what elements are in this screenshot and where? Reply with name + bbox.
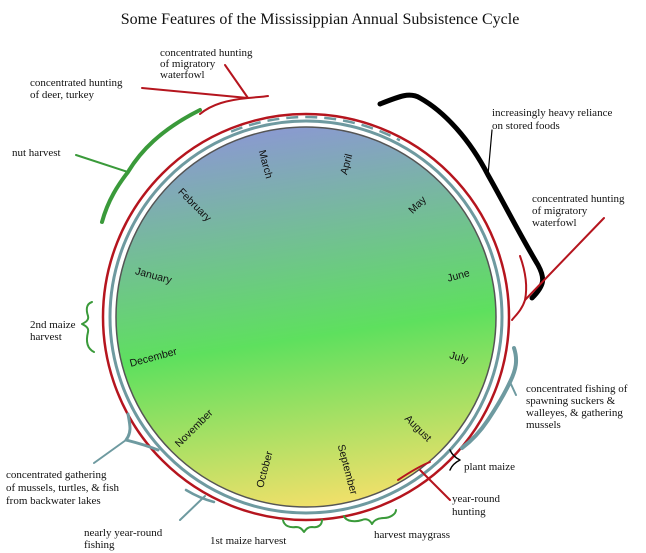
backwater-gathering-label: concentrated gathering of mussels, turtl… [6,469,122,507]
yearround-fishing-label: nearly year-round fishing [84,527,165,551]
month-label-june: June [446,267,471,285]
waterfowl-top-label: concentrated hunting of migratory waterf… [160,47,255,81]
waterfowl-right-label: concentrated hunting of migratory waterf… [532,193,627,229]
hunting-ring [101,112,511,522]
backwater-gathering-leader [93,439,127,464]
yearround-fishing-bracket [184,488,216,504]
maize-2nd-label: 2nd maize harvest [30,319,78,343]
deer-turkey-label: concentrated hunting of deer, turkey [30,77,125,101]
nut-harvest-leader [75,154,129,173]
month-label-july: July [448,349,470,366]
fishing-dashed-arc [230,115,401,142]
annotation-marks [75,64,605,533]
waterfowl-top-bracket [199,95,269,115]
maize-2nd-bracket [81,301,95,353]
waterfowl-right-leader [524,217,605,301]
yearround-hunting-bracket [397,461,431,481]
plant-maize-label: plant maize [464,461,515,473]
fishing-suckers-leader [509,381,517,396]
maygrass-bracket [343,509,397,525]
maize-1st-label: 1st maize harvest [210,535,286,547]
waterfowl-top-leader [224,64,249,99]
stored-foods-leader [487,129,493,176]
waterfowl-right-bracket [511,255,528,321]
fishing-ring [108,119,504,515]
stored-foods-label: increasingly heavy reliance on stored fo… [492,107,615,132]
yearround-fishing-leader [179,495,206,521]
diagram-title: Some Features of the Mississippian Annua… [121,11,520,28]
plant-maize-bracket [449,449,461,471]
nut-harvest-label: nut harvest [12,147,61,159]
maygrass-label: harvest maygrass [374,529,450,541]
maize-1st-bracket [282,519,323,533]
deer-turkey-leader [141,87,249,99]
month-label-april: April [338,153,355,176]
fishing-suckers-label: concentrated fishing of spawning suckers… [526,383,630,431]
season-disc [115,126,497,508]
yearround-hunting-label: year-round hunting [452,493,503,518]
fishing-suckers-bracket [460,346,519,450]
yearround-hunting-leader [419,469,451,501]
